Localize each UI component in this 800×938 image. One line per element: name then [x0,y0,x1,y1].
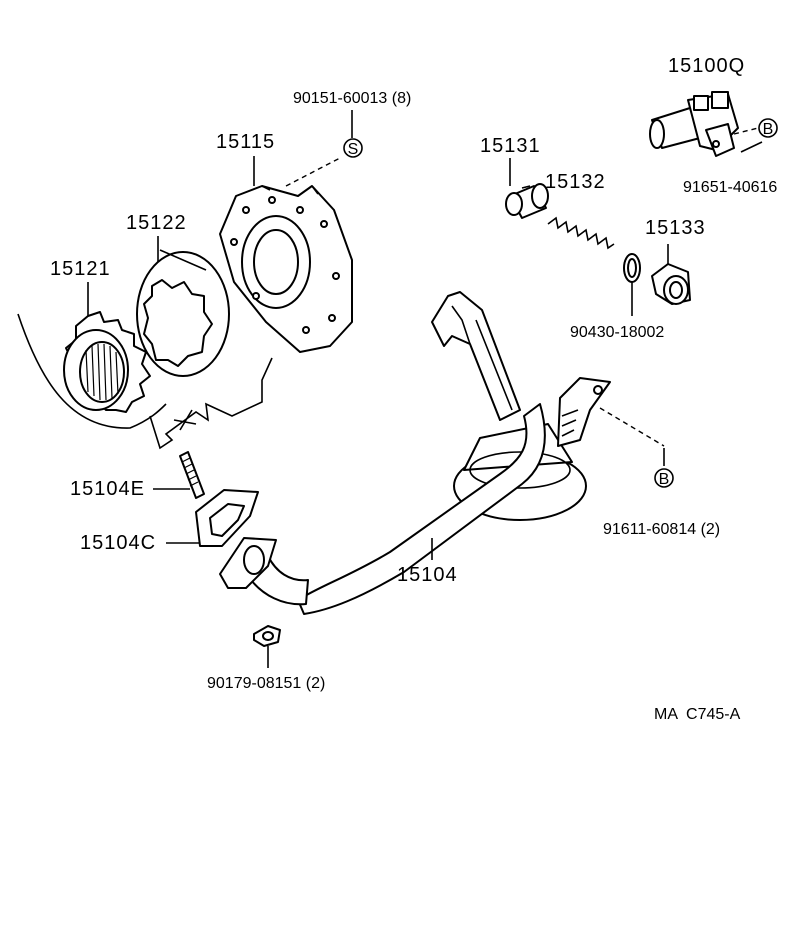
marker-s: S [343,138,363,158]
part-90179-drawing [253,625,281,668]
part-15100q-drawing [649,91,763,157]
label-90430-18002: 90430-18002 [570,324,664,341]
marker-b-strainer-label: B [659,471,670,488]
label-15104c: 15104C [80,532,156,554]
part-15104c-drawing [195,489,259,547]
label-91651-40616: 91651-40616 [683,179,777,196]
part-15121-drawing [63,311,151,413]
label-91611-60814: 91611-60814 (2) [603,521,720,538]
label-15115: 15115 [216,131,275,153]
label-15104e: 15104E [70,478,145,500]
part-15104-drawing [219,291,665,615]
label-15122: 15122 [126,212,187,234]
leader-lines [87,110,511,544]
label-90179-08151: 90179-08151 (2) [207,675,325,692]
engine-body-outline [17,313,273,450]
part-90430-drawing [623,253,641,316]
part-15131-drawing [505,183,549,219]
label-15132: 15132 [545,171,606,193]
marker-b-sensor: B [758,118,778,138]
part-15122-drawing [136,249,230,377]
marker-b-sensor-label: B [763,121,774,138]
part-15115-drawing [219,157,353,353]
label-15133: 15133 [645,217,706,239]
label-15104: 15104 [397,564,458,586]
part-15104e-drawing [179,451,205,499]
label-15100q: 15100Q [668,55,745,77]
label-15131: 15131 [480,135,541,157]
diagram-code: MA C745-A [654,706,741,723]
part-15132-drawing [547,216,615,250]
part-15133-drawing [651,244,691,305]
marker-b-strainer: B [654,468,674,488]
marker-s-label: S [348,141,359,158]
label-15121: 15121 [50,258,111,280]
label-90151-60013: 90151-60013 (8) [293,90,411,107]
